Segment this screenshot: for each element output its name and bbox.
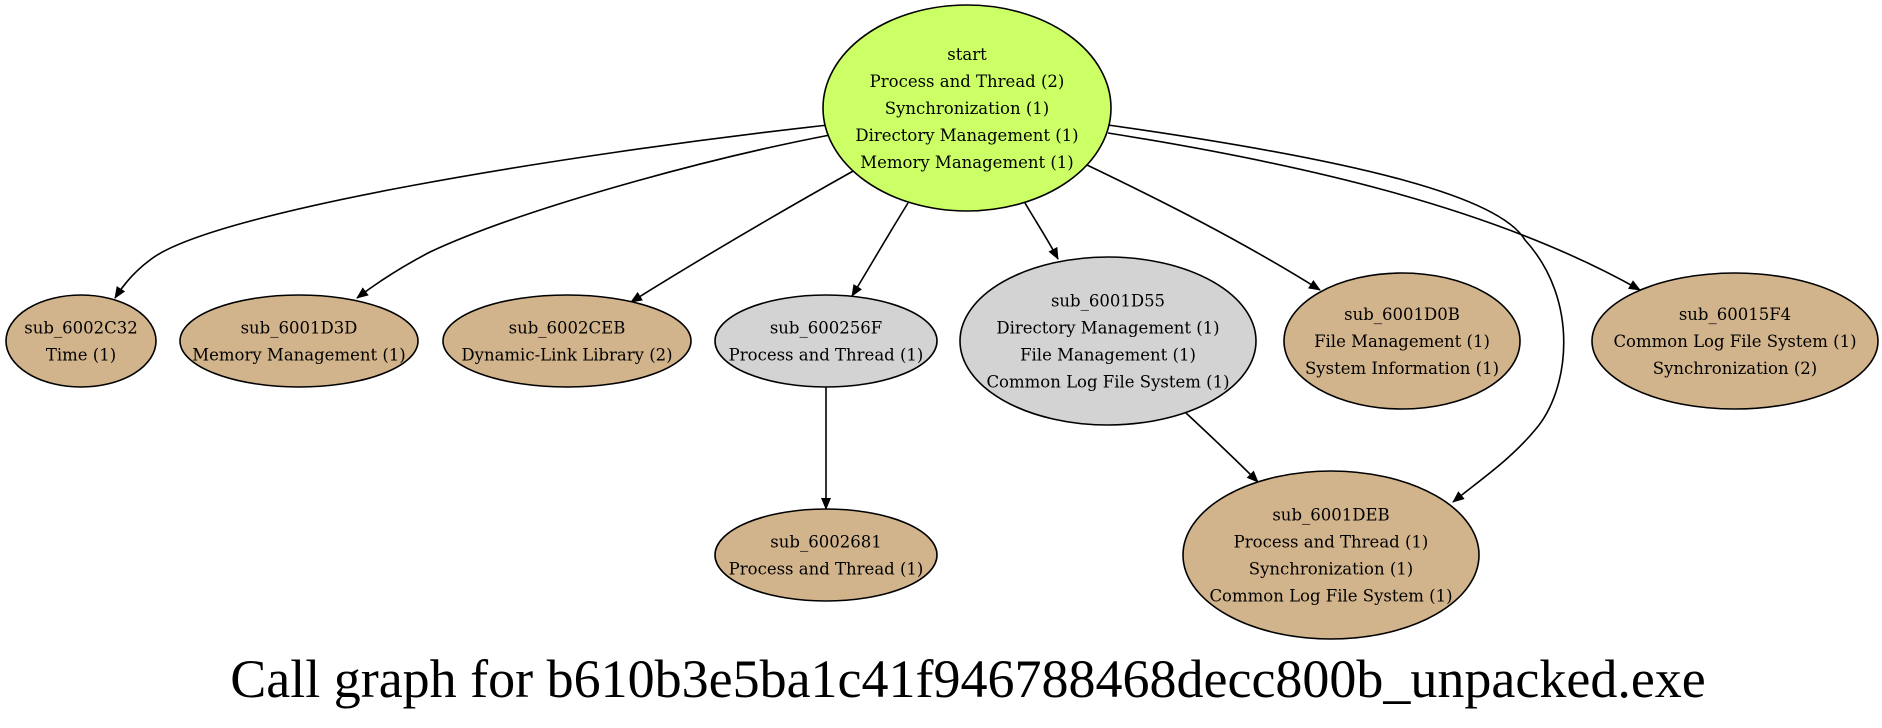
node-ellipse bbox=[822, 4, 1112, 212]
node-api-category: Common Log File System (1) bbox=[1613, 332, 1856, 351]
node-title: sub_6001D0B bbox=[1344, 305, 1460, 324]
edge-start-to-sub_6001D55 bbox=[1024, 202, 1059, 260]
node-api-category: File Management (1) bbox=[1314, 332, 1490, 351]
graph-caption: Call graph for b610b3e5ba1c41f946788468d… bbox=[230, 649, 1706, 709]
node-api-category: File Management (1) bbox=[1020, 346, 1196, 365]
node-api-category: System Information (1) bbox=[1305, 359, 1499, 378]
node-ellipse bbox=[714, 294, 938, 388]
node-ellipse bbox=[1182, 470, 1480, 640]
node-api-category: Synchronization (1) bbox=[885, 99, 1049, 118]
node-ellipse bbox=[714, 508, 938, 602]
node-api-category: Process and Thread (1) bbox=[1234, 533, 1429, 552]
node-sub_6002CEB[interactable]: sub_6002CEB Dynamic-Link Library (2) bbox=[442, 294, 692, 388]
node-ellipse bbox=[442, 294, 692, 388]
node-api-category: Common Log File System (1) bbox=[1209, 587, 1452, 606]
node-api-category: Directory Management (1) bbox=[855, 126, 1078, 145]
edge-start-to-sub_6001D0B bbox=[1086, 164, 1321, 291]
edge-start-to-sub_6001D3D bbox=[356, 134, 831, 299]
node-ellipse bbox=[1283, 272, 1521, 410]
node-api-category: Directory Management (1) bbox=[996, 319, 1219, 338]
node-api-category: Common Log File System (1) bbox=[986, 373, 1229, 392]
node-api-category: Time (1) bbox=[46, 346, 116, 365]
node-title: sub_6002681 bbox=[770, 533, 881, 552]
node-api-category: Process and Thread (1) bbox=[729, 346, 924, 365]
node-ellipse bbox=[5, 294, 157, 388]
node-title: sub_600256F bbox=[770, 319, 882, 338]
node-sub_600256F[interactable]: sub_600256F Process and Thread (1) bbox=[714, 294, 938, 388]
node-title: sub_60015F4 bbox=[1679, 305, 1791, 324]
node-title: sub_6001D55 bbox=[1051, 292, 1165, 311]
node-api-category: Synchronization (1) bbox=[1249, 560, 1413, 579]
node-title: sub_6002CEB bbox=[509, 319, 626, 338]
node-ellipse bbox=[179, 294, 419, 388]
node-sub_6001DEB[interactable]: sub_6001DEB Process and Thread (1) Synchro… bbox=[1182, 470, 1480, 640]
edge-start-to-sub_6001DEB bbox=[1107, 124, 1565, 503]
edges-layer bbox=[114, 124, 1641, 510]
node-title: sub_6001D3D bbox=[241, 319, 358, 338]
node-api-category: Dynamic-Link Library (2) bbox=[461, 346, 672, 365]
node-title: sub_6002C32 bbox=[24, 319, 138, 338]
node-ellipse bbox=[1591, 272, 1879, 410]
edge-sub_6001D55-to-sub_6001DEB bbox=[1185, 412, 1259, 483]
node-sub_6001D0B[interactable]: sub_6001D0B File Management (1) System Inf… bbox=[1283, 272, 1521, 410]
edge-start-to-sub_6002CEB bbox=[630, 169, 856, 303]
node-api-category: Memory Management (1) bbox=[860, 153, 1074, 172]
node-sub_6001D3D[interactable]: sub_6001D3D Memory Management (1) bbox=[179, 294, 419, 388]
node-title: sub_6001DEB bbox=[1272, 506, 1389, 525]
node-api-category: Memory Management (1) bbox=[192, 346, 406, 365]
edge-start-to-sub_600256F bbox=[851, 202, 909, 297]
node-api-category: Synchronization (2) bbox=[1653, 359, 1817, 378]
edge-start-to-sub_60015F4 bbox=[1107, 132, 1641, 291]
node-title: start bbox=[947, 45, 987, 64]
node-ellipse bbox=[959, 256, 1257, 426]
edge-start-to-sub_6002C32 bbox=[114, 124, 829, 299]
node-api-category: Process and Thread (1) bbox=[729, 560, 924, 579]
node-api-category: Process and Thread (2) bbox=[870, 72, 1065, 91]
